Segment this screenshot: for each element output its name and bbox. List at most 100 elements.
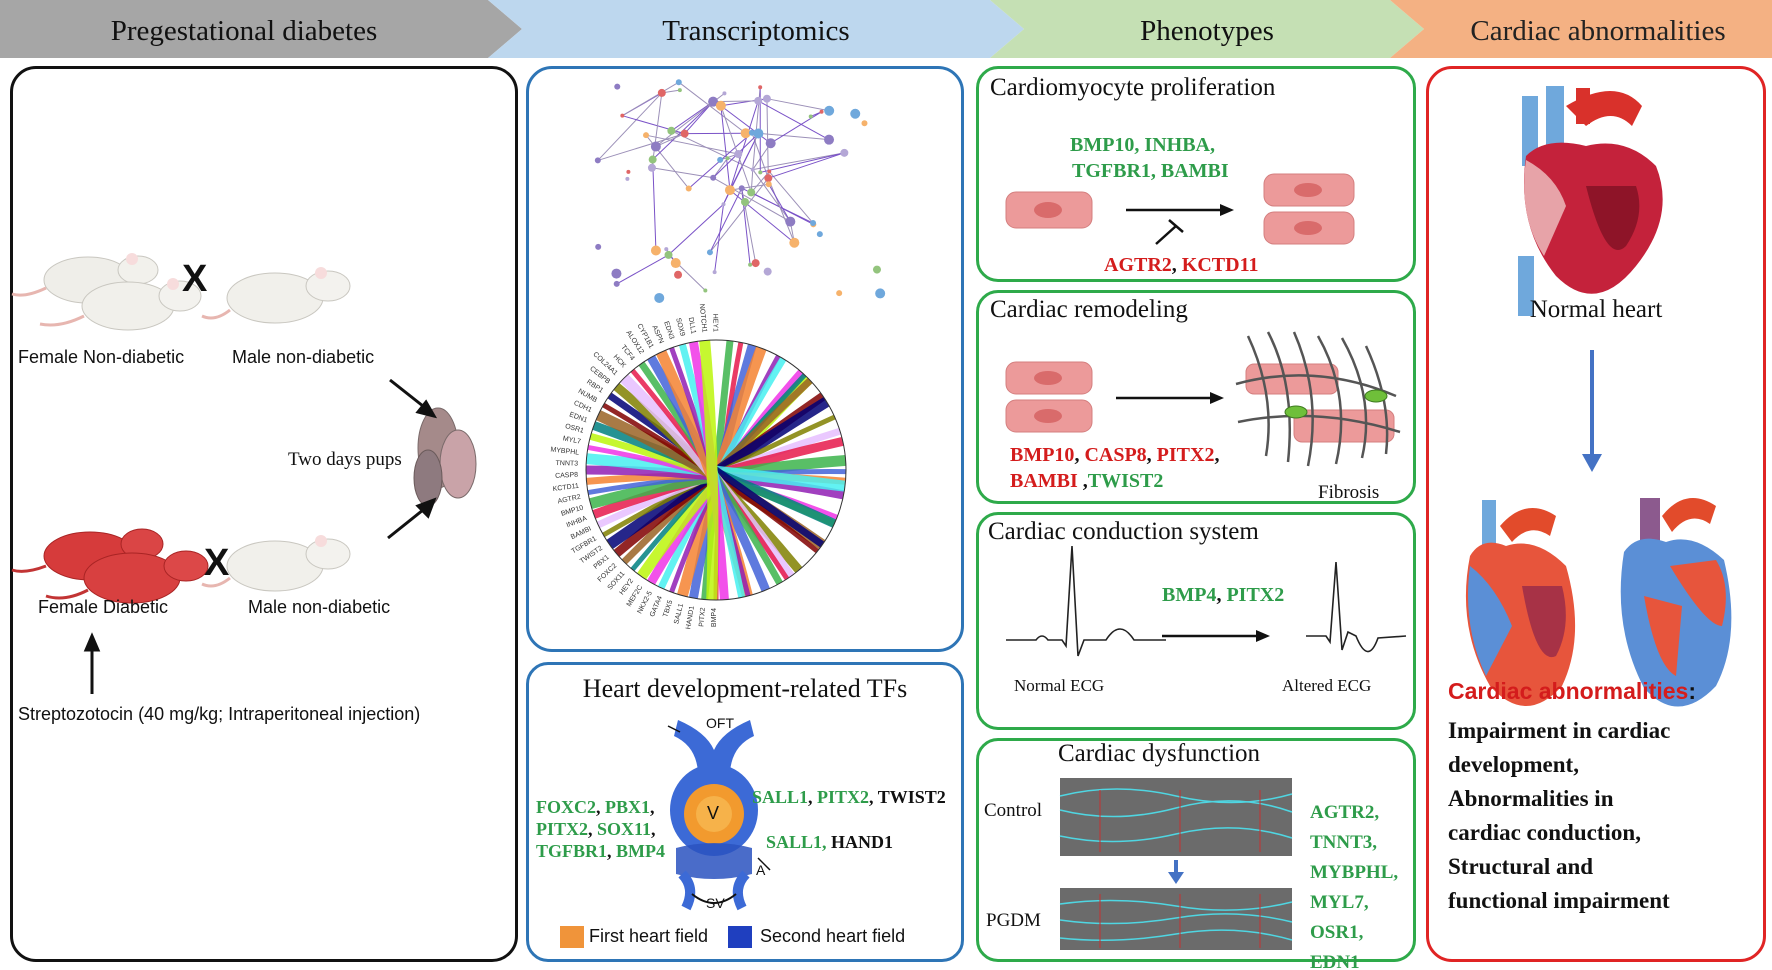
network-node [747, 188, 755, 196]
chord-label: OSR1 [564, 423, 584, 435]
label-a: A [756, 862, 765, 878]
gene-sall1: SALL1 [752, 787, 808, 807]
gene-twist2: TWIST2 [1088, 470, 1164, 492]
sep: , [808, 787, 817, 807]
chord-label: BMP10 [560, 505, 584, 518]
network-node [758, 85, 762, 89]
chord-label: EDN3 [662, 321, 675, 341]
network-node [649, 156, 657, 164]
network-node [658, 89, 666, 97]
network-node [766, 181, 772, 187]
legend-first-heart-field-swatch [560, 926, 584, 948]
network-node [766, 138, 776, 148]
network-node [595, 244, 601, 250]
normal-heart-illustration [1518, 86, 1663, 316]
network-node [651, 245, 661, 255]
network-edge [730, 133, 758, 190]
chord-label: DLL1 [687, 317, 697, 335]
gene-agtr2: AGTR2 [1104, 254, 1172, 276]
network-node [626, 170, 630, 174]
network-node [751, 168, 755, 172]
network-node [595, 157, 601, 163]
header-step-phenotypes: Phenotypes [1024, 0, 1390, 58]
abnormalities-line: Structural and [1448, 850, 1670, 884]
network-node [734, 150, 742, 158]
cond-genes: BMP4, PITX2 [1162, 584, 1284, 607]
chord-label: AGTR2 [557, 494, 581, 506]
panel1-illustrations [10, 66, 518, 962]
network-edge [730, 101, 758, 190]
gene-agtr2: AGTR2, [1310, 798, 1398, 828]
prolif-title: Cardiomyocyte proliferation [990, 74, 1275, 102]
network-node [717, 157, 723, 163]
gene-kctd11: KCTD11 [1182, 254, 1259, 276]
network-node [671, 258, 681, 268]
chord-label: SALL1 [673, 603, 685, 625]
chord-label: EDN1 [568, 411, 588, 424]
label-male-nondiabetic-1: Male non-diabetic [232, 347, 374, 368]
prolif-genes-line-1: BMP10, INHBA, [1070, 134, 1215, 157]
remod-genes-line-1: BMP10, CASP8, PITX2, [1010, 444, 1219, 467]
network-node [741, 198, 749, 206]
network-node [716, 101, 726, 111]
network-node [789, 238, 799, 248]
network-node [840, 149, 848, 157]
label-male-nondiabetic-2: Male non-diabetic [248, 597, 390, 618]
sep: , [651, 819, 656, 839]
gene-pbx1: PBX1 [605, 797, 650, 817]
gene-pitx2: PITX2 [817, 787, 869, 807]
dysfunction-genes: AGTR2, TNNT3, MYBPHL, MYL7, OSR1, EDN1 [1310, 798, 1398, 970]
fibrosis-illustration [1236, 332, 1400, 466]
gene-list-growth: TGFBR1, BAMBI [1072, 160, 1229, 182]
network-node [722, 202, 726, 206]
rat-white-male-1 [202, 267, 350, 323]
network-node [643, 132, 649, 138]
arrow-to-pups-top [390, 380, 434, 416]
legend-first-heart-field-label: First heart field [589, 926, 708, 947]
network-node [824, 135, 834, 145]
network-edge [685, 102, 713, 134]
network-edge [715, 204, 724, 272]
network-node [707, 249, 713, 255]
network-node [674, 271, 682, 279]
network-edge [753, 153, 845, 170]
chord-label: SOX9 [674, 317, 686, 337]
gene-sall1: SALL1, [766, 832, 831, 852]
header-step-pregestational: Pregestational diabetes [0, 0, 488, 58]
gene-tnnt3: TNNT3, [1310, 828, 1398, 858]
network-node [703, 289, 707, 293]
label-streptozotocin: Streptozotocin (40 mg/kg; Intraperitonea… [18, 704, 420, 725]
network-node [725, 185, 735, 195]
gene-network-graph [595, 79, 885, 303]
sep: , [1147, 444, 1157, 466]
gene-bmp4: BMP4 [1162, 584, 1216, 606]
network-node [614, 281, 620, 287]
abnormalities-line: Impairment in cardiac [1448, 714, 1670, 748]
network-node [710, 175, 716, 181]
tf-left-genes-line-2: PITX2, SOX11, [536, 818, 665, 840]
sep: , [650, 797, 655, 817]
network-node [681, 130, 689, 138]
prolif-genes-line-3: AGTR2, KCTD11 [1104, 254, 1258, 277]
chord-label: CDH1 [573, 400, 593, 414]
network-node [676, 79, 682, 85]
chord-label: MYBPHL [550, 446, 579, 456]
tf-right-genes-2: SALL1, HAND1 [766, 832, 893, 853]
abnormal-heart-1 [1466, 500, 1575, 706]
network-node [764, 268, 772, 276]
sep: , [607, 841, 616, 861]
abnormalities-heading: Cardiac abnormalities: [1448, 678, 1696, 705]
abnormalities-colon: : [1688, 678, 1696, 704]
label-pgdm: PGDM [986, 910, 1041, 932]
gene-mybphl: MYBPHL, [1310, 858, 1398, 888]
network-node [758, 170, 762, 174]
header-step-cardiac-abnormalities: Cardiac abnormalities [1424, 0, 1772, 58]
gene-hand1: HAND1 [831, 832, 893, 852]
gene-pitx2: PITX2 [1226, 584, 1284, 606]
label-sv: SV [706, 895, 725, 911]
tf-left-genes-line-3: TGFBR1, BMP4 [536, 840, 665, 862]
sep: , [1216, 584, 1226, 606]
chord-label: KCTD11 [552, 483, 579, 493]
network-node [654, 293, 664, 303]
